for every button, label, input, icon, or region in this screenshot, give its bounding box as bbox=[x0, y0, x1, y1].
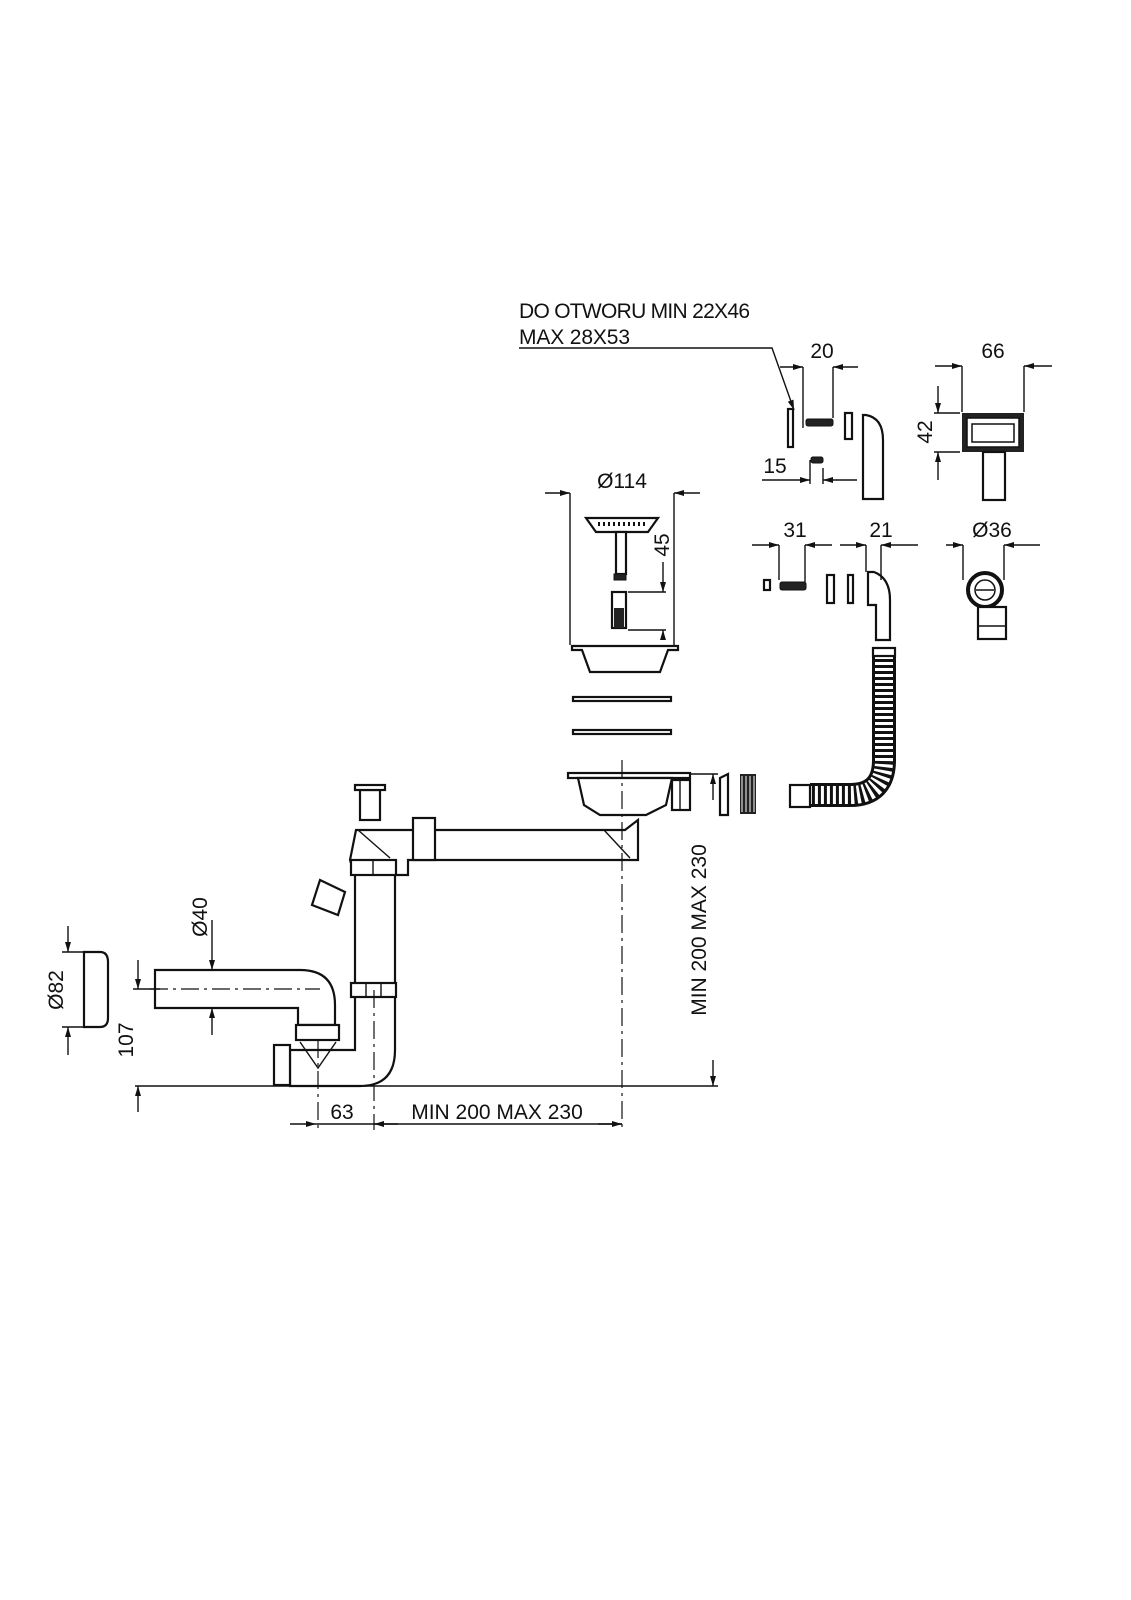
svg-text:107: 107 bbox=[115, 1022, 138, 1057]
strainer-basket: Ø114 45 bbox=[545, 470, 700, 736]
strainer-bowl bbox=[570, 644, 680, 674]
small-screw bbox=[810, 456, 824, 464]
overflow-housing bbox=[861, 413, 885, 501]
top-inlet-nozzle bbox=[358, 788, 382, 822]
drain-nut bbox=[740, 774, 756, 814]
dimension-63: 63 bbox=[330, 1101, 353, 1124]
overflow-parts-top bbox=[786, 407, 1024, 502]
dimension-d40: Ø40 bbox=[189, 897, 215, 1035]
dimension-d82: Ø82 bbox=[45, 926, 100, 1055]
svg-text:66: 66 bbox=[981, 340, 1004, 363]
dimension-42: 42 bbox=[914, 386, 960, 480]
note-line-2: MAX 28X53 bbox=[519, 326, 630, 349]
svg-text:Ø82: Ø82 bbox=[45, 970, 68, 1010]
outlet-pipe bbox=[153, 968, 337, 1027]
dimension-horizontal-range: 63 MIN 200 MAX 230 bbox=[290, 1101, 622, 1127]
side-inlet-nozzle bbox=[310, 878, 347, 917]
pipe-coupling bbox=[411, 816, 437, 862]
svg-text:31: 31 bbox=[783, 519, 806, 542]
svg-text:21: 21 bbox=[869, 519, 892, 542]
note-line-1: DO OTWORU MIN 22X46 bbox=[519, 300, 750, 323]
leader-line bbox=[519, 347, 795, 411]
drain-bowl bbox=[576, 776, 674, 817]
overflow-screw bbox=[805, 418, 834, 427]
svg-text:Ø114: Ø114 bbox=[597, 470, 647, 493]
overflow-parts-bottom: 31 21 Ø36 bbox=[752, 519, 1040, 642]
svg-text:15: 15 bbox=[763, 455, 786, 478]
overflow-flange bbox=[786, 407, 795, 449]
svg-text:MIN 200 MAX 230: MIN 200 MAX 230 bbox=[411, 1101, 583, 1124]
svg-text:MIN 200 MAX 230: MIN 200 MAX 230 bbox=[688, 844, 711, 1016]
sink-drain bbox=[566, 771, 756, 817]
dimension-20: 20 bbox=[780, 340, 858, 428]
overflow-gasket bbox=[843, 411, 854, 441]
gasket-1 bbox=[571, 695, 673, 703]
svg-text:45: 45 bbox=[651, 533, 674, 556]
siphon-assembly bbox=[82, 760, 640, 1130]
flexible-overflow-hose bbox=[788, 646, 897, 809]
lower-nut bbox=[294, 1023, 341, 1042]
svg-text:42: 42 bbox=[914, 420, 937, 443]
wall-rosette-cap bbox=[82, 950, 110, 1029]
square-cover-stem bbox=[981, 450, 1007, 502]
dimension-vertical-range: MIN 200 MAX 230 bbox=[135, 773, 718, 1087]
svg-text:Ø36: Ø36 bbox=[972, 519, 1012, 542]
opening-note: DO OTWORU MIN 22X46 MAX 28X53 bbox=[519, 300, 795, 411]
siphon-body bbox=[288, 817, 640, 1088]
drain-washer bbox=[718, 772, 730, 817]
strainer-cap bbox=[583, 516, 661, 534]
dimension-66: 66 bbox=[935, 340, 1052, 412]
svg-text:Ø40: Ø40 bbox=[189, 897, 212, 937]
overflow-elbow bbox=[866, 570, 892, 642]
bottom-side-inlet bbox=[272, 1043, 292, 1087]
gasket-2 bbox=[571, 728, 673, 736]
dimension-107: 107 bbox=[115, 960, 160, 1112]
dimension-15: 15 bbox=[762, 455, 857, 484]
svg-text:20: 20 bbox=[810, 340, 833, 363]
